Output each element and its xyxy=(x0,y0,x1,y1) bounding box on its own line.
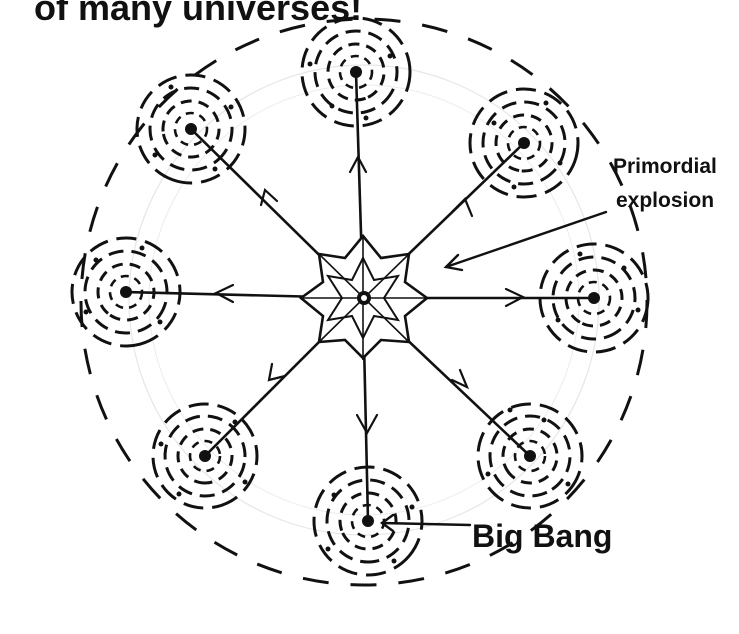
big-bang-label: Big Bang xyxy=(472,520,612,552)
title-text: of many universes! xyxy=(34,0,362,26)
universe-south xyxy=(292,445,444,597)
central-star xyxy=(301,236,427,360)
primordial-explosion-label-line1: Primordial xyxy=(613,156,717,177)
arrow-northwest xyxy=(261,190,277,205)
arrow-northeast xyxy=(452,199,472,216)
primordial-leader-arrow xyxy=(446,212,606,270)
universe-southeast xyxy=(461,387,599,525)
arrow-southwest xyxy=(269,364,285,380)
primordial-explosion-label-line2: explosion xyxy=(616,190,714,211)
